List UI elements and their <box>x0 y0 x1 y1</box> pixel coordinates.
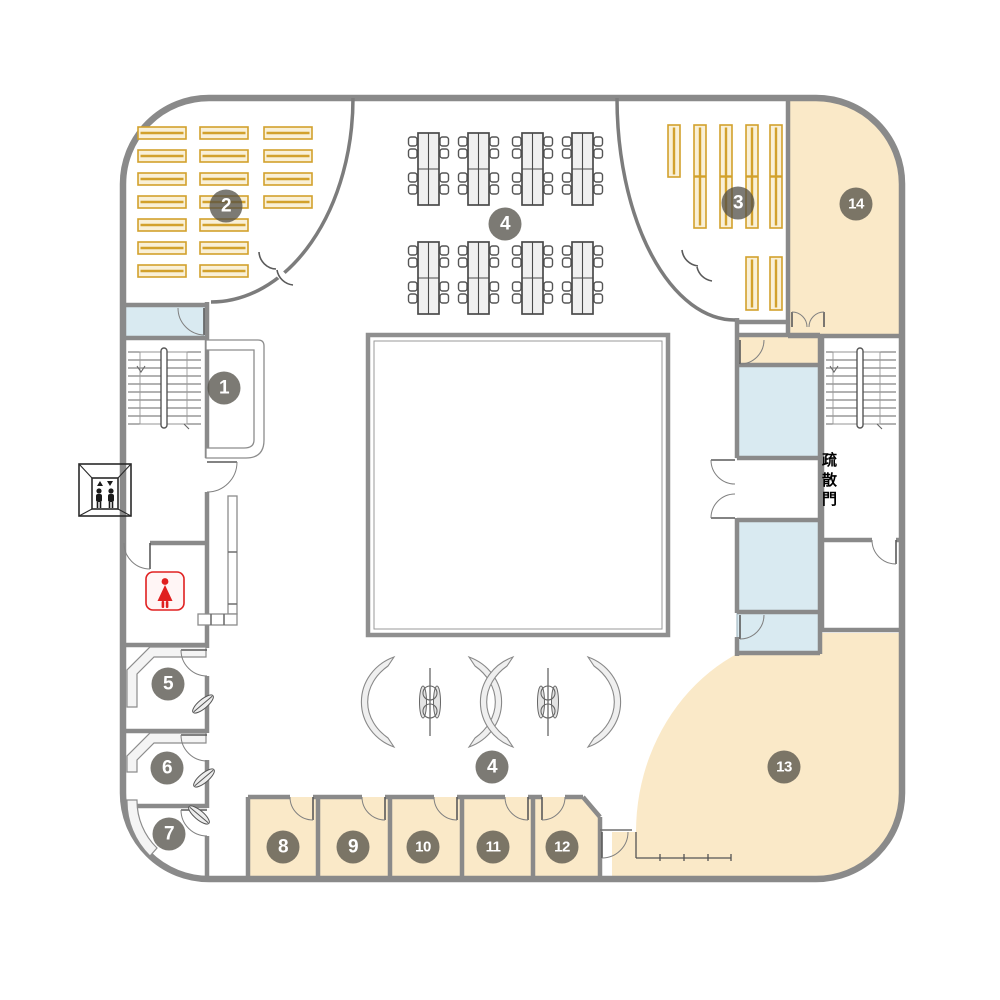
curved-wall-door-leaves <box>258 249 713 286</box>
plants-layer <box>188 694 215 825</box>
bookshelf <box>137 218 187 232</box>
curved-benches-layer <box>360 655 622 749</box>
room-3-curved-wall <box>615 97 736 322</box>
bookshelf <box>667 124 681 178</box>
room-badge-14: 14 <box>839 187 873 221</box>
room-badge-3: 3 <box>721 186 755 220</box>
room-badge-6: 6 <box>150 751 184 785</box>
plant <box>192 694 214 714</box>
room-badge-12: 12 <box>545 830 579 864</box>
room-14-fill <box>788 100 899 336</box>
evacuation-door-label: 疏散門 <box>821 452 837 508</box>
display-partition <box>197 495 238 626</box>
room-badge-13: 13 <box>767 750 801 784</box>
bookshelf <box>199 172 249 186</box>
plant <box>193 768 215 788</box>
room-badge-8: 8 <box>266 830 300 864</box>
blue-room-b <box>736 520 822 613</box>
blue-room-c <box>736 612 822 654</box>
round-table <box>419 668 441 736</box>
bookshelf <box>137 264 187 278</box>
bookshelf <box>263 195 313 209</box>
bookshelf <box>199 241 249 255</box>
bookshelf <box>137 195 187 209</box>
service-counter <box>205 339 265 459</box>
room-badge-9: 9 <box>336 830 370 864</box>
round-table <box>537 668 559 736</box>
stairs-right <box>826 347 896 430</box>
window-band-top-left <box>123 305 209 338</box>
room-badge-5: 5 <box>151 667 185 701</box>
bookshelf <box>137 241 187 255</box>
bookshelf <box>137 172 187 186</box>
room-badge-2: 2 <box>209 189 243 223</box>
bookshelf <box>199 149 249 163</box>
reading-table <box>511 241 554 315</box>
stairs-left <box>128 347 201 430</box>
room-badge-7: 7 <box>152 817 186 851</box>
bookshelf <box>693 124 707 229</box>
bookshelf <box>199 218 249 232</box>
room-badge-4: 4 <box>475 750 509 784</box>
bookshelf <box>745 256 759 311</box>
bookshelf <box>263 126 313 140</box>
room-badge-11: 11 <box>476 830 510 864</box>
bookshelf <box>769 124 783 229</box>
curved-bench <box>360 655 396 749</box>
elevator-icon <box>78 463 132 517</box>
plant <box>188 805 210 825</box>
bookshelf <box>263 172 313 186</box>
room-5-counter <box>126 646 207 708</box>
doors <box>123 307 897 859</box>
room-6-counter <box>126 732 207 773</box>
reading-table <box>457 241 500 315</box>
curved-bench <box>586 655 622 749</box>
bookshelf <box>199 126 249 140</box>
reading-table <box>457 132 500 206</box>
room-badge-4: 4 <box>488 207 522 241</box>
curved-bench <box>479 655 515 749</box>
reading-table <box>407 132 450 206</box>
reading-tables-layer <box>407 132 604 315</box>
bookshelf <box>137 126 187 140</box>
right-vestibule-fill <box>737 336 822 365</box>
bookshelf <box>769 256 783 311</box>
reading-table <box>407 241 450 315</box>
bookshelf <box>137 149 187 163</box>
reading-table <box>561 132 604 206</box>
bookshelf <box>199 264 249 278</box>
room-7-counter <box>126 799 158 857</box>
reading-table <box>511 132 554 206</box>
room-badge-10: 10 <box>406 830 440 864</box>
room-13-fill <box>612 633 899 876</box>
room-2-curved-wall <box>210 97 355 304</box>
room-13-partition-line <box>635 832 732 861</box>
bookshelf <box>263 149 313 163</box>
reading-table <box>561 241 604 315</box>
room-badge-1: 1 <box>207 371 241 405</box>
central-atrium <box>365 332 671 638</box>
outer-wall <box>119 94 906 883</box>
blue-room-a <box>736 365 822 459</box>
womens-restroom-icon <box>145 571 185 611</box>
